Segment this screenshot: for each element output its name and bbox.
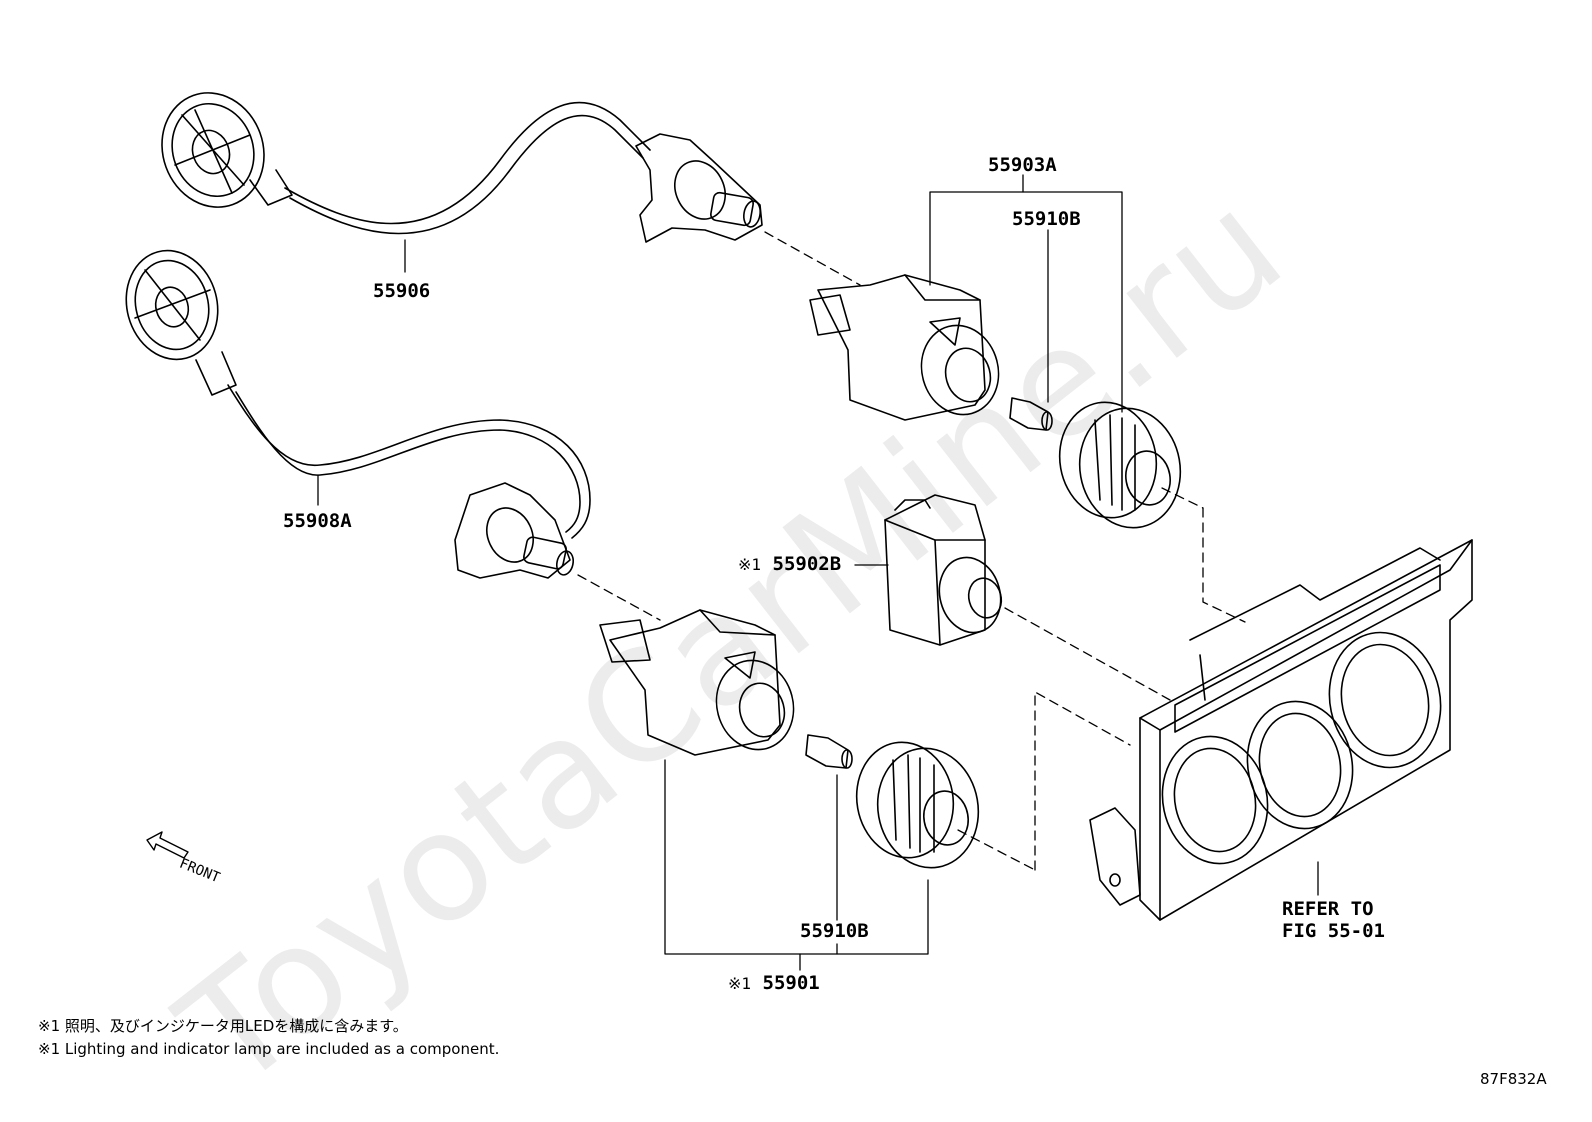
parts-diagram [125, 92, 1473, 971]
refer-to-label: REFER TO [1282, 898, 1374, 920]
label-55903a: 55903A [988, 154, 1057, 176]
label-55902b-number: 55902B [772, 553, 842, 575]
footnote-japanese: ※1 照明、及びインジケータ用LEDを構成に含みます。 [38, 1017, 408, 1035]
switch-body-upper [809, 274, 1000, 421]
assembly-dashed-lines [577, 231, 1246, 871]
figure-code: 87F832A [1480, 1070, 1547, 1088]
leader-lines [317, 174, 1319, 971]
label-55902b: ※1 55902B [738, 553, 841, 575]
switch-55902b [884, 494, 1003, 646]
label-55901-number: 55901 [762, 972, 820, 994]
footnote-mark: ※1 [728, 974, 752, 993]
label-55906: 55906 [373, 280, 431, 302]
bulb-upper [1009, 397, 1053, 431]
label-55910b-top: 55910B [1012, 208, 1081, 230]
label-55901: ※1 55901 [728, 972, 820, 994]
switch-body-lower [599, 609, 795, 756]
bulb-lower [805, 734, 853, 769]
label-55908a: 55908A [283, 510, 352, 532]
footnote-mark: ※1 [738, 555, 762, 574]
knob-lower [855, 741, 980, 869]
front-arrow-icon [146, 831, 189, 859]
footnote-english: ※1 Lighting and indicator lamp are inclu… [38, 1040, 500, 1058]
cable-55908a [125, 249, 591, 579]
label-55910b-bottom: 55910B [800, 920, 869, 942]
cable-55906 [161, 92, 763, 243]
knob-upper [1058, 401, 1182, 529]
control-panel [1089, 539, 1473, 921]
refer-fig-label: FIG 55-01 [1282, 920, 1385, 942]
